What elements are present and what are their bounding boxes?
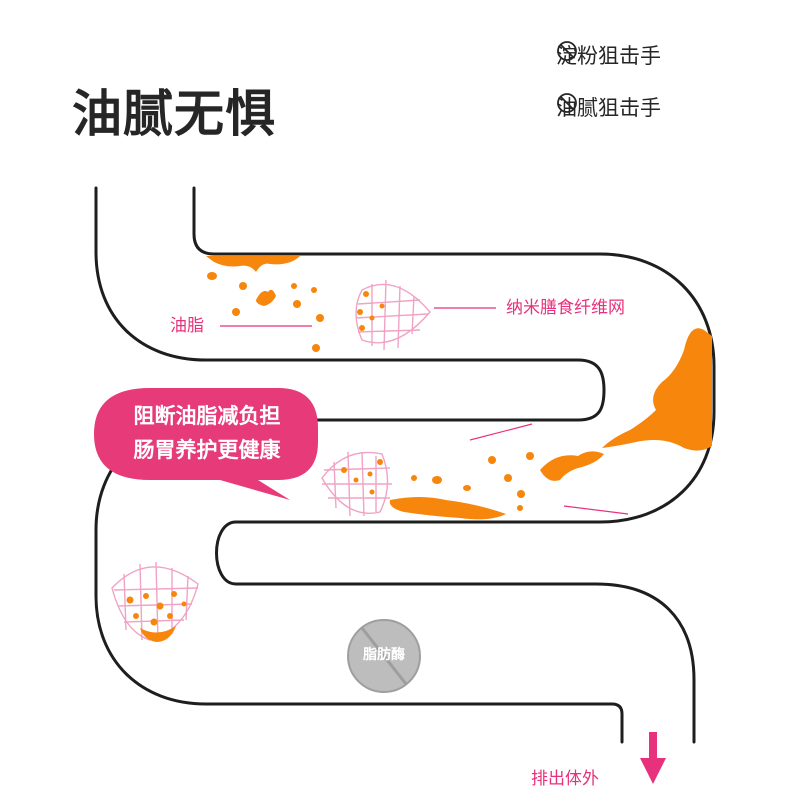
exit-label: 排出体外 <box>531 768 599 790</box>
legend-item-grease: 油腻狙击手 <box>556 92 661 122</box>
oil-drop <box>517 490 525 498</box>
lipase-label: 脂肪酶 <box>346 645 422 665</box>
fiber-net-top-oil <box>357 291 385 331</box>
oil-stream-lower <box>390 497 506 519</box>
oil-drop <box>488 456 496 464</box>
oil-drop <box>432 476 442 484</box>
bubble-line-2: 肠胃养护更健康 <box>96 432 318 468</box>
fiber-net-label: 纳米膳食纤维网 <box>506 297 625 319</box>
oil-drop <box>207 272 217 280</box>
oil-drop <box>526 452 534 460</box>
bubble-line-1: 阻断油脂减负担 <box>96 398 318 434</box>
legend-item-starch: 淀粉狙击手 <box>556 40 661 70</box>
fiber-net-top <box>356 280 430 350</box>
oil-drop <box>232 308 240 316</box>
fiber-net-bottom <box>112 562 198 640</box>
oil-drop <box>517 505 523 511</box>
oil-heart <box>256 290 276 306</box>
oil-drop <box>411 475 417 481</box>
oil-stream-upper <box>540 451 604 480</box>
fat-label: 油脂 <box>170 315 204 337</box>
oil-drop <box>504 474 512 482</box>
oil-drop <box>312 344 320 352</box>
exit-arrow-icon <box>640 732 666 784</box>
oil-drop <box>316 314 324 322</box>
oil-drop <box>291 283 297 289</box>
oil-top-smear <box>206 256 300 272</box>
oil-right-splash <box>602 328 712 450</box>
oil-drop <box>311 287 317 293</box>
oil-drop <box>293 300 301 308</box>
page-title: 油腻无惧 <box>72 74 276 154</box>
oil-drop <box>239 282 247 290</box>
ban-icon <box>556 40 578 62</box>
oil-drop <box>463 485 471 491</box>
ban-icon <box>556 92 578 114</box>
